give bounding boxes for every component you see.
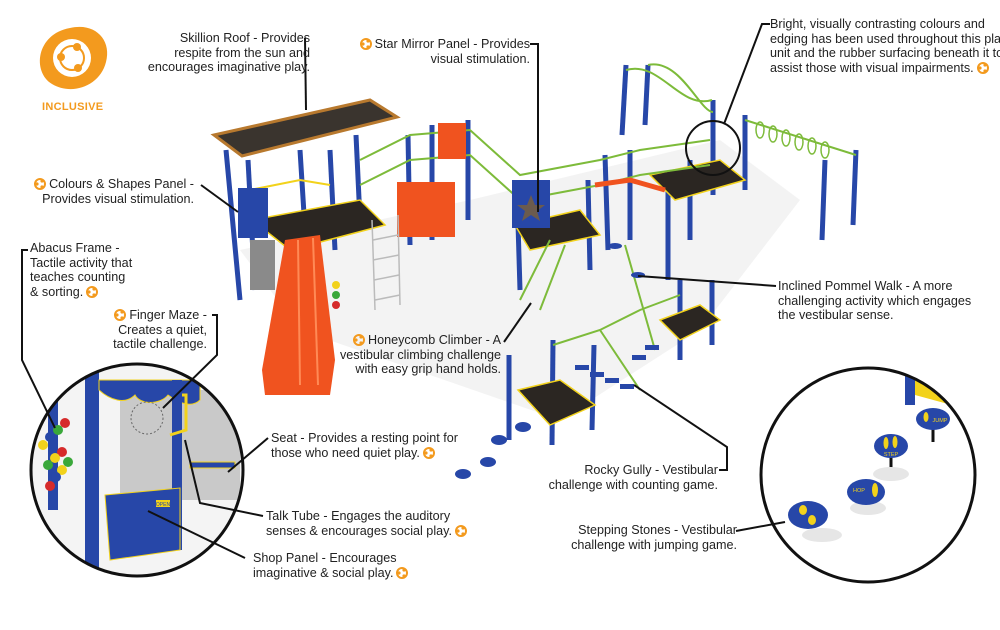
- inclusive-icon: [422, 446, 435, 459]
- open-sign: OPEN: [156, 502, 171, 508]
- callout-line: encourages imaginative play.: [147, 60, 310, 75]
- callout-line: Creates a quiet,: [118, 322, 207, 337]
- callout-bright-colours: Bright, visually contrasting colours and…: [770, 17, 1000, 75]
- callout-line: Stepping Stones - Vestibular: [578, 523, 737, 537]
- inclusive-icon: [353, 334, 366, 346]
- callout-line: challenge with jumping game.: [571, 537, 737, 552]
- callout-line: challenge with counting game.: [548, 477, 718, 492]
- callout-line: visual stimulation.: [430, 51, 530, 66]
- callout-line: Talk Tube - Engages the auditory: [266, 509, 451, 523]
- callout-line: edging has been used throughout this pla…: [770, 31, 1000, 46]
- inclusive-icon: [976, 61, 989, 74]
- callout-line: Inclined Pommel Walk - A more: [778, 279, 953, 293]
- callout-talk-tube: Talk Tube - Engages the auditory senses …: [266, 509, 470, 538]
- callout-finger-maze: Finger Maze - Creates a quiet, tactile c…: [111, 308, 207, 352]
- play-unit: [210, 63, 859, 479]
- callout-line: imaginative & social play.: [253, 565, 394, 580]
- callout-line: & sorting.: [30, 284, 84, 299]
- callout-line: teaches counting: [30, 270, 126, 285]
- callout-line: Finger Maze -: [129, 308, 207, 322]
- callout-colours-shapes-panel: Colours & Shapes Panel - Provides visual…: [31, 177, 194, 206]
- callout-line: Provides visual stimulation.: [42, 191, 194, 206]
- callout-line: vestibular climbing challenge: [339, 347, 501, 362]
- callout-abacus-frame: Abacus Frame - Tactile activity that tea…: [30, 241, 132, 299]
- callout-line: unit and the rubber surfacing beneath it…: [770, 46, 1000, 61]
- callout-line: tactile challenge.: [113, 337, 207, 352]
- callout-line: Colours & Shapes Panel -: [49, 177, 194, 191]
- callout-line: Rocky Gully - Vestibular: [584, 463, 718, 477]
- callout-line: Honeycomb Climber - A: [368, 333, 501, 347]
- callout-line: Bright, visually contrasting colours and: [770, 17, 985, 31]
- callout-line: Star Mirror Panel - Provides: [374, 37, 530, 51]
- callout-inclined-pommel-walk: Inclined Pommel Walk - A more challengin…: [778, 279, 971, 323]
- callout-line: Tactile activity that: [30, 255, 133, 270]
- stone-hop-label: HOP: [853, 488, 865, 494]
- stone-step-label: STEP: [884, 452, 899, 458]
- leader-lines: [21, 23, 786, 559]
- inclusive-icon: [454, 524, 467, 537]
- callout-line: Skillion Roof - Provides: [179, 31, 310, 45]
- callout-line: Shop Panel - Encourages: [253, 551, 397, 565]
- inclusive-icon: [114, 309, 127, 321]
- callout-line: senses & encourages social play.: [266, 523, 452, 538]
- detail-circle-stepping-stones: HOP STEP JUMP: [759, 366, 977, 584]
- stone-jump-label: JUMP: [933, 418, 948, 424]
- callout-line: assist those with visual impairments.: [770, 60, 974, 75]
- callout-honeycomb-climber: Honeycomb Climber - A vestibular climbin…: [340, 333, 501, 377]
- callout-line: Abacus Frame -: [30, 241, 120, 255]
- callout-line: Seat - Provides a resting point for: [271, 431, 458, 445]
- inclusive-icon: [359, 38, 372, 50]
- callout-line: with easy grip hand holds.: [355, 362, 501, 377]
- inclusive-icon: [86, 285, 99, 298]
- contrast-highlight-circle: [685, 120, 741, 176]
- callout-stepping-stones: Stepping Stones - Vestibular challenge w…: [571, 523, 737, 552]
- detail-circle-shop: OPEN: [29, 362, 245, 578]
- inclusive-icon: [34, 178, 47, 190]
- callout-rocky-gully: Rocky Gully - Vestibular challenge with …: [549, 463, 718, 492]
- logo-text: INCLUSIVE: [42, 101, 104, 113]
- callout-star-mirror-panel: Star Mirror Panel - Provides visual stim…: [357, 37, 530, 66]
- callout-line: respite from the sun and: [174, 45, 310, 60]
- callout-line: the vestibular sense.: [778, 308, 894, 323]
- callout-shop-panel: Shop Panel - Encourages imaginative & so…: [253, 551, 411, 580]
- inclusive-icon: [396, 566, 409, 579]
- callout-skillion-roof: Skillion Roof - Provides respite from th…: [148, 31, 310, 75]
- callout-line: challenging activity which engages: [778, 293, 972, 308]
- callout-seat: Seat - Provides a resting point for thos…: [271, 431, 458, 460]
- inclusive-logo-icon: [39, 26, 108, 90]
- callout-line: those who need quiet play.: [271, 445, 420, 460]
